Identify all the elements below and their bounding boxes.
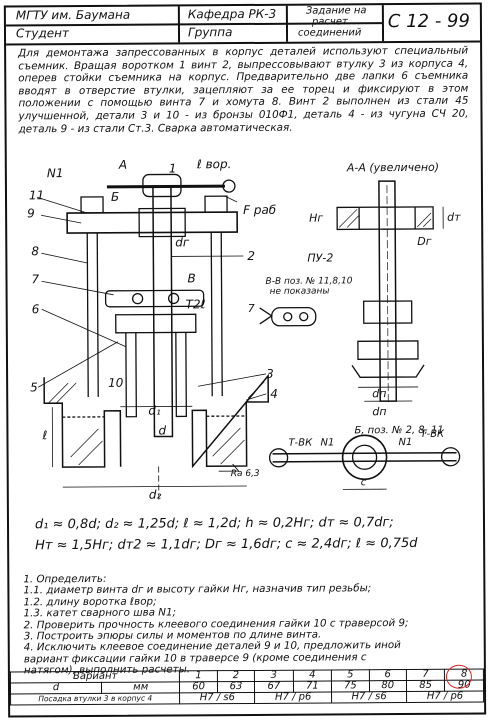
- main-view: [36, 173, 270, 502]
- variant-number: 4: [293, 670, 332, 682]
- view-b: [268, 434, 461, 490]
- label-11: 11: [29, 188, 44, 202]
- variants-table: Вариант 1 2 3 4 5 6 7 8 d мм 60 63 67 71…: [10, 669, 484, 706]
- label-dp: dп: [372, 387, 386, 400]
- task-description: Для демонтажа запрессованных в корпус де…: [18, 44, 469, 135]
- label-7: 7: [31, 272, 39, 286]
- label-c: c: [361, 477, 367, 488]
- label-1: 1: [169, 161, 177, 175]
- label-4: 4: [270, 387, 278, 401]
- label-dt: dт: [447, 211, 461, 224]
- fit-value: Н7 / р6: [254, 692, 332, 704]
- variant-number: 2: [217, 670, 255, 682]
- label-5: 5: [30, 380, 38, 394]
- section-b-title: Б, поз. № 2, 8, 11: [354, 425, 443, 437]
- table-row: Посадка втулки 3 в корпус 4 Н7 / s6 Н7 /…: [10, 691, 484, 705]
- section-b-b: [259, 306, 317, 327]
- task-code: С 12 - 99: [387, 10, 470, 33]
- label-ra: Ra 6,3: [231, 469, 260, 479]
- d-unit: мм: [101, 682, 180, 694]
- label-t-vk-left: Т-ВК: [288, 438, 313, 449]
- task-list: 1. Определить: 1.1. диаметр винта dг и в…: [23, 572, 479, 677]
- variant-number: 7: [406, 669, 445, 681]
- label-Dg: Dг: [417, 235, 432, 248]
- label-6: 6: [32, 302, 40, 316]
- label-dp2: dп: [372, 405, 386, 418]
- variant-number: 5: [331, 669, 369, 681]
- label-10: 10: [108, 376, 124, 390]
- label-t2l: Т2ℓ: [186, 297, 206, 311]
- label-7b: 7: [248, 302, 255, 315]
- label-dg: dг: [175, 235, 190, 249]
- formula-line-1: d₁ ≈ 0,8d; d₂ ≈ 1,25d; ℓ ≈ 1,2d; h ≈ 0,2…: [34, 515, 394, 533]
- label-d: d: [158, 423, 166, 437]
- formula-line-2: Hт ≈ 1,5Hг; dт2 ≈ 1,1dг; Dг ≈ 1,6dг; c ≈…: [35, 535, 418, 554]
- variant-highlight-circle: [445, 664, 473, 689]
- fit-value: Н7 / р6: [406, 691, 484, 703]
- label-a: А: [118, 158, 127, 172]
- label-hg: Hг: [309, 212, 323, 225]
- d-label: d: [10, 682, 102, 694]
- label-n1-left: N1: [320, 437, 334, 448]
- label-n1: N1: [47, 166, 64, 180]
- section-a-a-title: А-А (увеличено): [346, 161, 439, 175]
- university-name: МГТУ им. Баумана: [15, 7, 131, 23]
- task-title-line1: Задание на: [305, 5, 367, 17]
- label-8: 8: [31, 244, 39, 258]
- label-v: В: [187, 271, 195, 285]
- section-v-v-note: не показаны: [270, 286, 330, 296]
- fit-value: Н7 / s6: [179, 692, 255, 704]
- label-d1: d₁: [148, 404, 161, 418]
- d-value: 80: [368, 680, 407, 692]
- group-field: Группа: [187, 25, 233, 40]
- fit-label: Посадка втулки 3 в корпус 4: [10, 692, 181, 705]
- label-d2: d₂: [149, 488, 162, 502]
- task-title-line2: расчет: [311, 16, 348, 28]
- label-b: Б: [111, 190, 119, 204]
- label-9: 9: [27, 206, 35, 220]
- d-value: 63: [217, 681, 255, 693]
- assembly-drawing: 11 9 8 7 6 5 N1 А Б 1 ℓ вор. F раб dг 2 …: [27, 157, 461, 502]
- variant-number: 1: [179, 670, 218, 682]
- label-f-rab: F раб: [243, 203, 277, 217]
- d-value: 71: [293, 681, 332, 693]
- task-sheet: МГТУ им. Баумана Кафедра РК-3 Студент Гр…: [3, 2, 487, 718]
- label-l-vor: ℓ вор.: [196, 157, 232, 171]
- title-block: МГТУ им. Баумана Кафедра РК-3 Студент Гр…: [5, 4, 481, 46]
- label-n1-right: N1: [398, 437, 412, 448]
- task-title-line3: соединений: [297, 27, 362, 39]
- section-v-v-title: В-В поз. № 11,8,10: [265, 276, 352, 287]
- student-field: Студент: [15, 26, 70, 41]
- label-pu2: ПУ-2: [307, 251, 333, 264]
- label-3: 3: [266, 367, 274, 381]
- section-a-a: [336, 180, 444, 406]
- department-name: Кафедра РК-3: [187, 6, 277, 22]
- label-2: 2: [247, 249, 255, 263]
- label-l: ℓ: [41, 428, 47, 442]
- fit-value: Н7 / s6: [331, 691, 407, 703]
- label-t-vk-right: Т-ВК: [420, 429, 445, 440]
- variant-number: 3: [254, 670, 294, 682]
- variant-number: 6: [368, 669, 407, 681]
